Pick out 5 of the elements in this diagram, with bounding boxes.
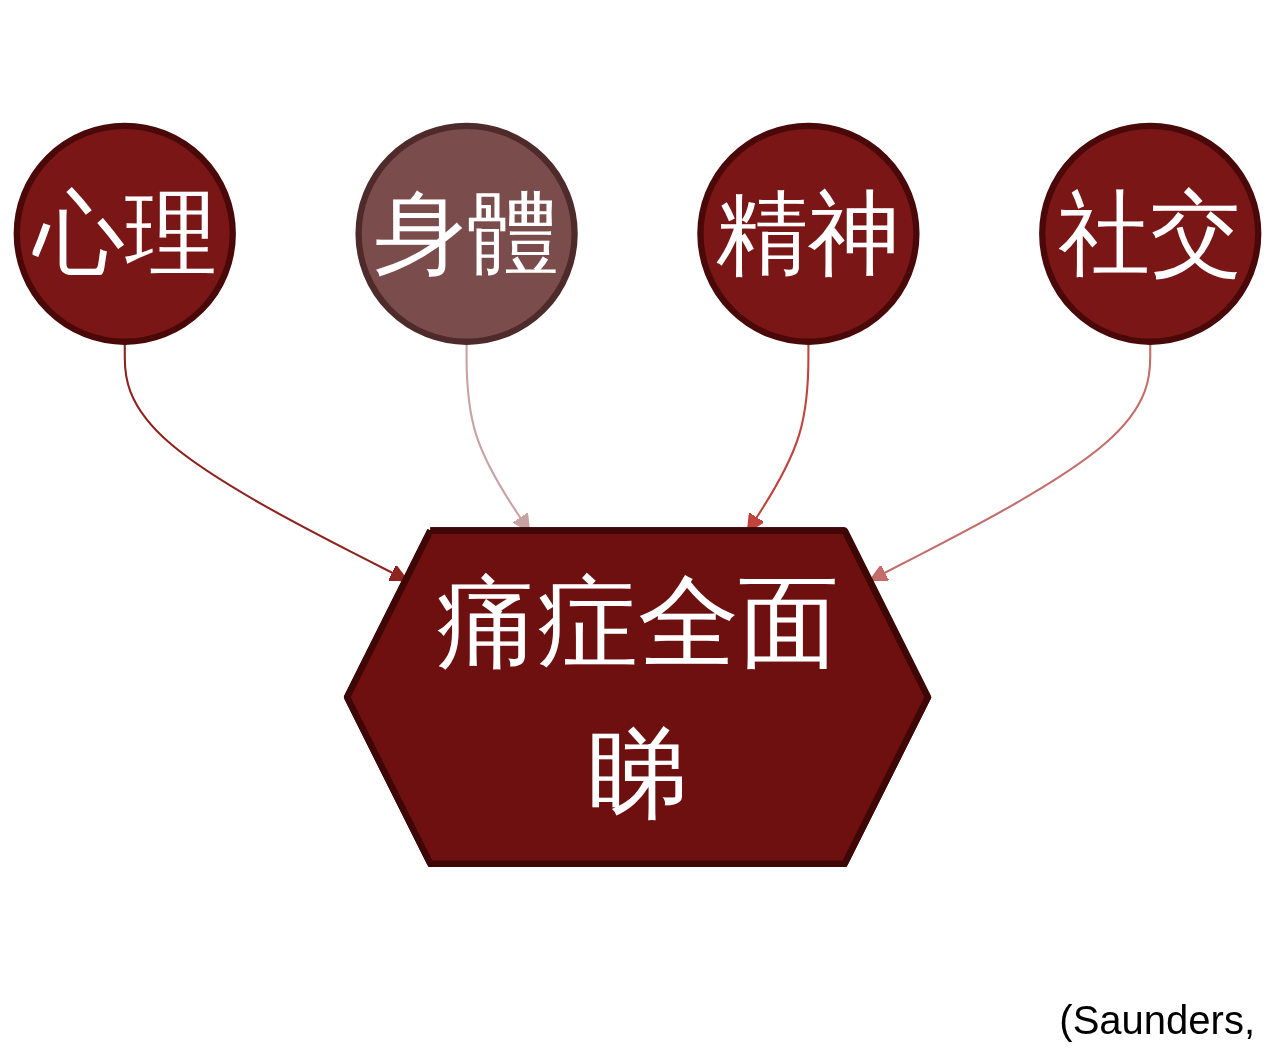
citation-text: (Saunders,	[1059, 998, 1255, 1042]
node-circle: 精神	[697, 122, 920, 346]
node-circle: 身體	[355, 122, 578, 346]
node-circle: 社交	[1039, 122, 1262, 346]
node-circle: 心理	[13, 122, 236, 346]
